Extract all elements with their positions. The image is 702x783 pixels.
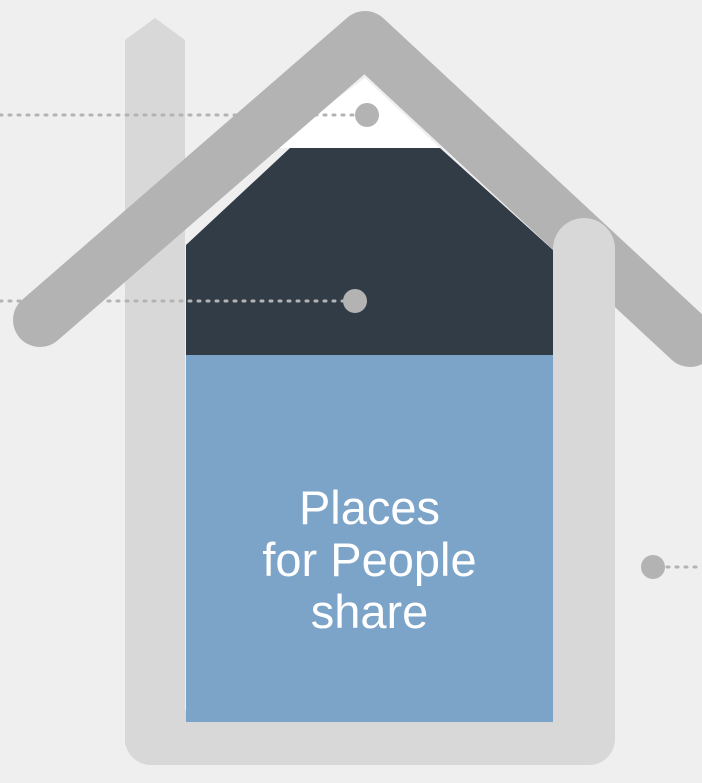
dark-section — [186, 148, 553, 355]
share-label-line-1: Places — [298, 481, 441, 534]
connector-dot-right — [641, 555, 665, 579]
connector-dot-middle — [343, 289, 367, 313]
connector-dot-top — [355, 103, 379, 127]
share-label: Places for People share — [186, 482, 553, 638]
share-label-line-3: share — [310, 585, 429, 638]
share-label-line-2: for People — [262, 533, 477, 586]
share-section — [186, 355, 553, 722]
house-left-post — [125, 18, 185, 745]
roof-gap-triangle — [270, 78, 440, 148]
house-right-post — [553, 218, 615, 763]
house-bottom-frame — [125, 710, 615, 765]
